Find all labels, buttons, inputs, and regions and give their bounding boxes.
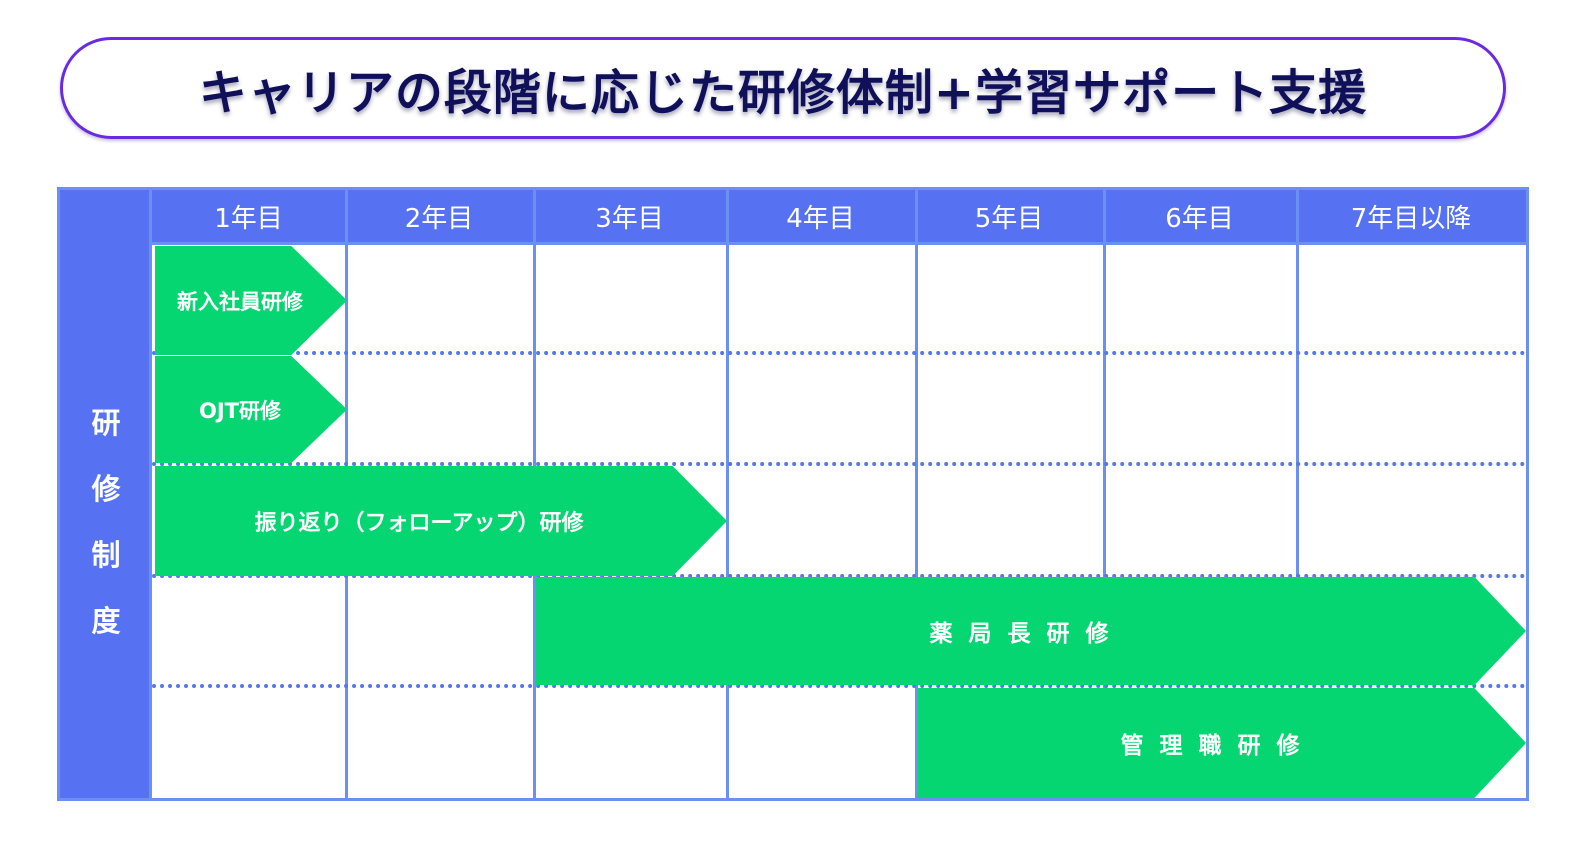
- grid-line: [1103, 190, 1106, 798]
- side-label-column: 研 修 制 度: [60, 190, 152, 798]
- year-header-6: 6年目: [1103, 190, 1296, 242]
- new-employee-training-arrow: 新入社員研修: [155, 246, 347, 355]
- side-label-char-1: 研: [91, 406, 121, 440]
- page-title: キャリアの段階に応じた研修体制+学習サポート支援: [198, 65, 1368, 121]
- side-label: 研 修 制 度: [60, 390, 152, 654]
- training-grid: 研 修 制 度 1年目 2年目 3年目 4年目 5年目 6年目 7年目以降 新入…: [57, 187, 1529, 801]
- header-divider: [152, 242, 1526, 245]
- year-header-4: 4年目: [726, 190, 915, 242]
- year-header-3: 3年目: [533, 190, 726, 242]
- pharmacy-manager-training-arrow: 薬 局 長 研 修: [536, 577, 1526, 685]
- row-divider: [152, 574, 1526, 578]
- side-label-char-2: 修: [91, 472, 121, 506]
- pharmacy-manager-training-label: 薬 局 長 研 修: [929, 621, 1113, 647]
- grid-line: [726, 190, 729, 798]
- row-divider: [152, 351, 1526, 355]
- grid-line: [1296, 190, 1299, 798]
- side-label-char-4: 度: [91, 604, 121, 638]
- row-divider: [152, 462, 1526, 466]
- year-header-1: 1年目: [152, 190, 345, 242]
- row-divider: [152, 684, 1526, 688]
- year-header-2: 2年目: [345, 190, 533, 242]
- title-banner: キャリアの段階に応じた研修体制+学習サポート支援: [60, 37, 1506, 139]
- year-header-7: 7年目以降: [1296, 190, 1526, 242]
- management-training-label: 管 理 職 研 修: [1120, 733, 1304, 759]
- side-label-char-3: 制: [91, 538, 121, 572]
- ojt-training-arrow: OJT研修: [155, 356, 347, 463]
- new-employee-training-label: 新入社員研修: [177, 289, 303, 314]
- year-header-5: 5年目: [915, 190, 1103, 242]
- ojt-training-label: OJT研修: [199, 398, 281, 423]
- followup-training-label: 振り返り（フォローアップ）研修: [254, 511, 584, 536]
- followup-training-arrow: 振り返り（フォローアップ）研修: [155, 466, 727, 576]
- management-training-arrow: 管 理 職 研 修: [918, 688, 1526, 798]
- grid-line: [915, 190, 918, 798]
